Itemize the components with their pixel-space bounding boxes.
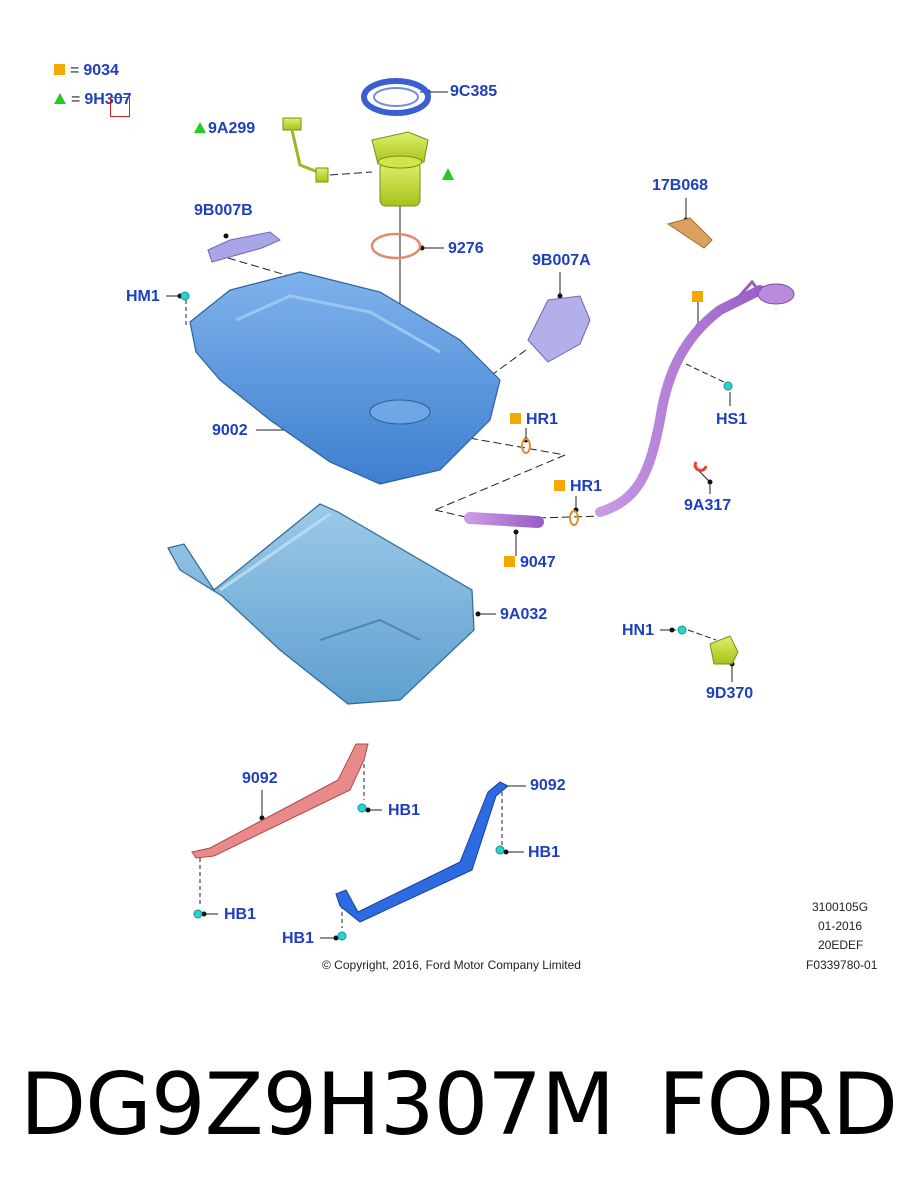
lock-ring-9c385 (361, 78, 431, 116)
label-hb1-c: HB1 (224, 906, 257, 923)
triangle-marker-icon (194, 122, 206, 133)
heat-shield-9b007a (527, 295, 591, 363)
strap-9092-right (335, 781, 509, 923)
underbody-shield-9a032 (167, 503, 475, 705)
label-9047: 9047 (504, 554, 556, 572)
square-marker-icon (554, 480, 565, 491)
hose-9047 (464, 512, 544, 528)
parts-diagram (166, 78, 795, 941)
label-hr1-upper: HR1 (510, 411, 558, 429)
triangle-marker-pump (442, 168, 454, 180)
diagram-canvas (166, 78, 795, 941)
copyright-text: © Copyright, 2016, Ford Motor Company Li… (322, 958, 581, 972)
bolts-hb1 (193, 803, 505, 941)
meta-code-1: 3100105G (812, 900, 869, 914)
label-hn1: HN1 (622, 622, 655, 639)
part-number-title: DG9Z9H307M (20, 1055, 615, 1155)
label-17b068: 17B068 (652, 177, 709, 194)
legend-square-row: =9034 (54, 62, 119, 80)
label-9a317: 9A317 (684, 497, 732, 514)
heat-shield-9b007b (207, 231, 281, 263)
legend-triangle-row: =9H307 (54, 91, 132, 109)
square-marker-icon (510, 413, 521, 424)
label-9a032: 9A032 (500, 606, 548, 623)
selection-highlight-box (110, 97, 130, 117)
label-hm1: HM1 (126, 288, 160, 305)
label-hb1-b: HB1 (528, 844, 561, 861)
label-9b007a: 9B007A (532, 252, 591, 269)
brand-title: FORD (658, 1055, 898, 1155)
label-9a299: 9A299 (194, 120, 255, 138)
triangle-marker-icon (54, 93, 66, 104)
label-9276: 9276 (448, 240, 484, 257)
legend-triangle-code: 9H307 (84, 91, 132, 108)
label-9092-left: 9092 (242, 770, 278, 787)
clamp-hr1-lower (569, 510, 579, 526)
part-17b068 (666, 217, 713, 249)
label-hs1: HS1 (716, 411, 748, 428)
label-9c385: 9C385 (450, 83, 498, 100)
fuel-pump-module (371, 131, 429, 207)
strap-9092-left (191, 743, 369, 859)
label-hr1-lower: HR1 (554, 478, 602, 496)
label-9002: 9002 (212, 422, 248, 439)
fuel-tank-9002 (180, 271, 501, 485)
clamp-hr1-upper (521, 438, 531, 454)
legend-square-code: 9034 (83, 62, 119, 79)
gasket-9276 (370, 232, 422, 260)
leader-dots (177, 89, 735, 941)
filler-pipe-9034 (595, 279, 795, 517)
label-9092-right: 9092 (530, 777, 566, 794)
meta-code-2: 20EDEF (818, 938, 864, 952)
square-marker-icon (504, 556, 515, 567)
label-hb1-d: HB1 (282, 930, 315, 947)
fuel-level-sender-9a299 (282, 117, 329, 183)
square-marker-icon (54, 64, 65, 75)
label-9b007b: 9B007B (194, 202, 253, 219)
part-9d370 (677, 625, 739, 665)
square-marker-pipe (692, 291, 703, 302)
meta-code-3: F0339780-01 (806, 958, 878, 972)
meta-date: 01-2016 (818, 919, 863, 933)
label-hb1-a: HB1 (388, 802, 421, 819)
label-9d370: 9D370 (706, 685, 754, 702)
